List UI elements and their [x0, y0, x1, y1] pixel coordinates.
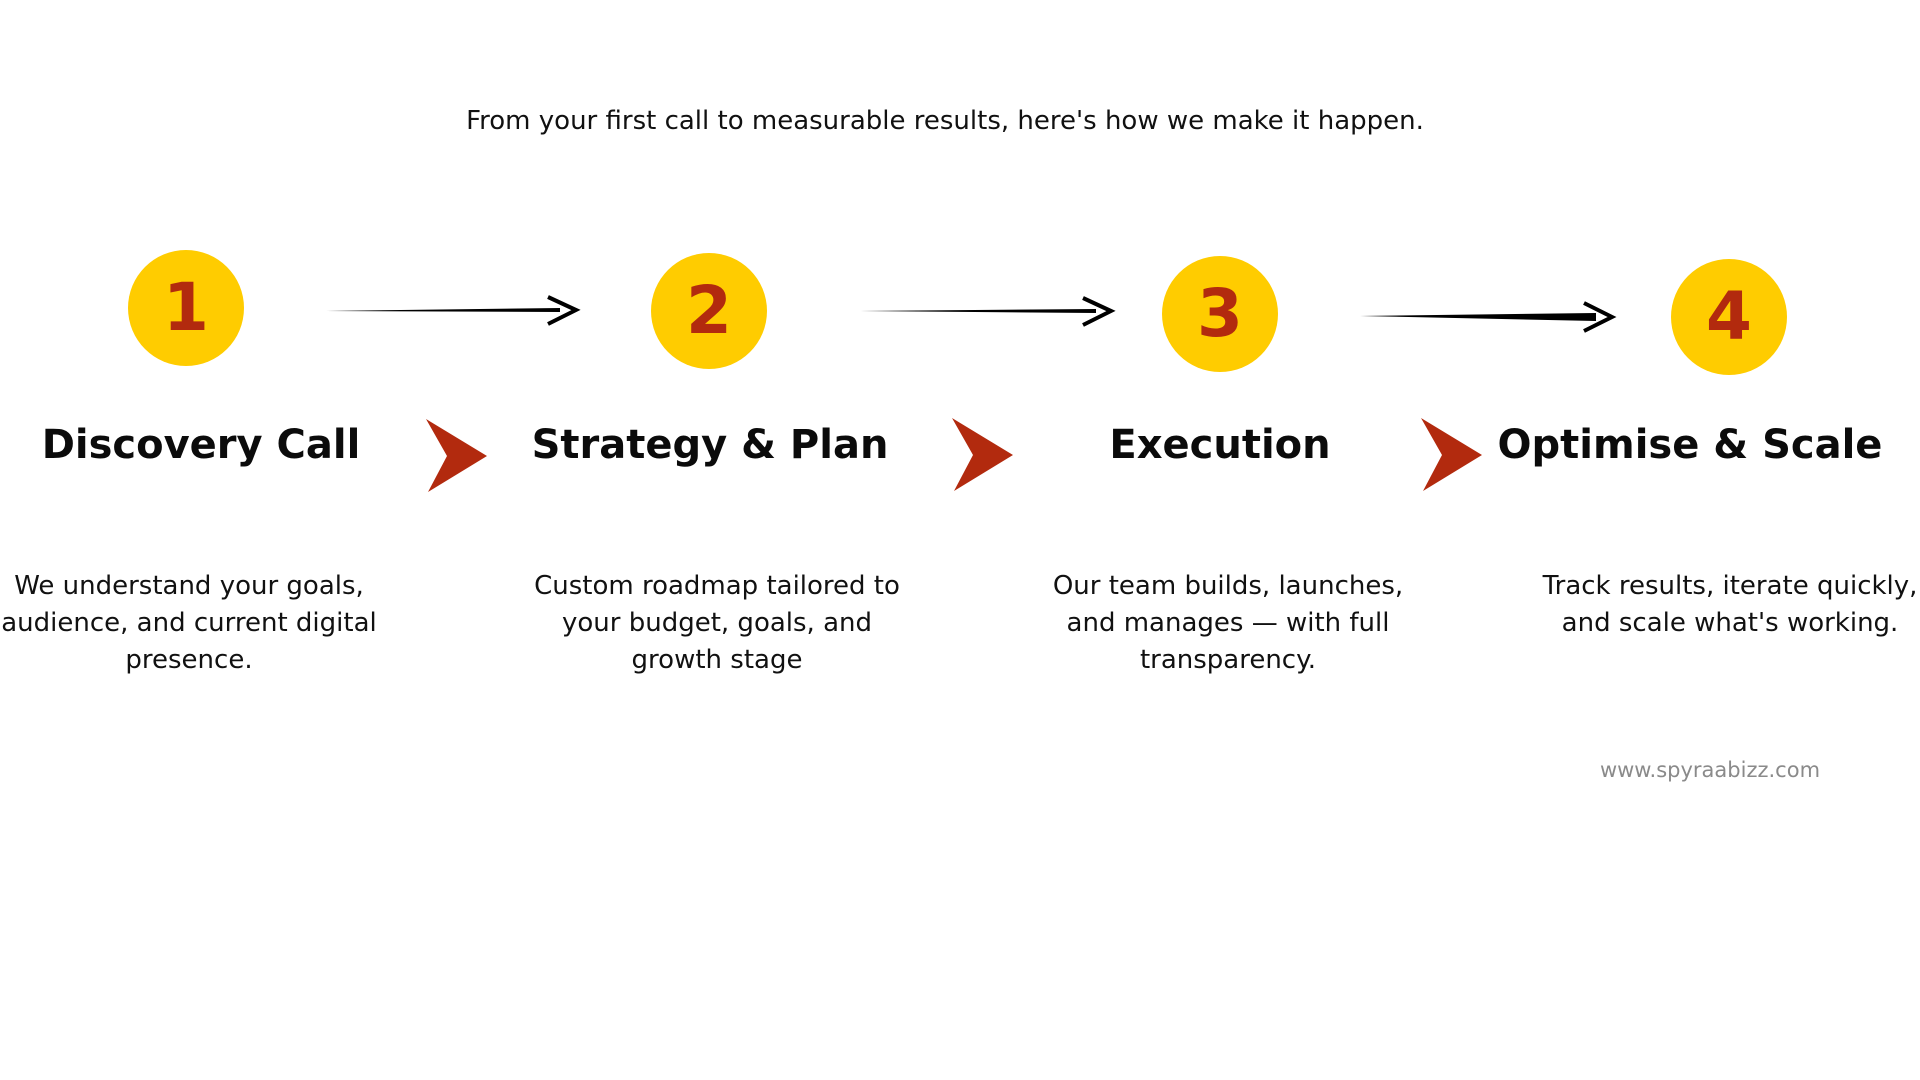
step-4-number-circle: 4 [1671, 259, 1787, 375]
step-3-description: Our team builds, launches, and manages —… [1052, 571, 1404, 675]
step-2-number: 2 [686, 272, 732, 349]
step-2-description: Custom roadmap tailored to your budget, … [534, 571, 900, 675]
step-4-number: 4 [1706, 278, 1752, 355]
intro-text: From your first call to measurable resul… [466, 106, 1424, 136]
step-3-number: 3 [1197, 275, 1243, 352]
step-1-description: We understand your goals, audience, and … [1, 571, 377, 675]
step-2-title: Strategy & Plan [531, 422, 889, 468]
step-4-title: Optimise & Scale [1497, 422, 1883, 468]
step-3-title: Execution [1109, 422, 1331, 468]
chevron-3-icon [1421, 418, 1482, 491]
step-4-description: Track results, iterate quickly, and scal… [1542, 571, 1918, 638]
arrow-3-icon [1360, 301, 1617, 333]
chevron-2-icon [952, 418, 1013, 491]
step-1-number: 1 [163, 269, 209, 346]
chevron-1-icon [426, 419, 487, 492]
website-url: www.spyraabizz.com [1599, 758, 1821, 782]
step-2-number-circle: 2 [651, 253, 767, 369]
step-1-number-circle: 1 [128, 250, 244, 366]
step-1-title: Discovery Call [41, 422, 361, 468]
arrow-2-icon [860, 296, 1116, 327]
step-3-number-circle: 3 [1162, 256, 1278, 372]
arrow-1-icon [326, 295, 581, 326]
